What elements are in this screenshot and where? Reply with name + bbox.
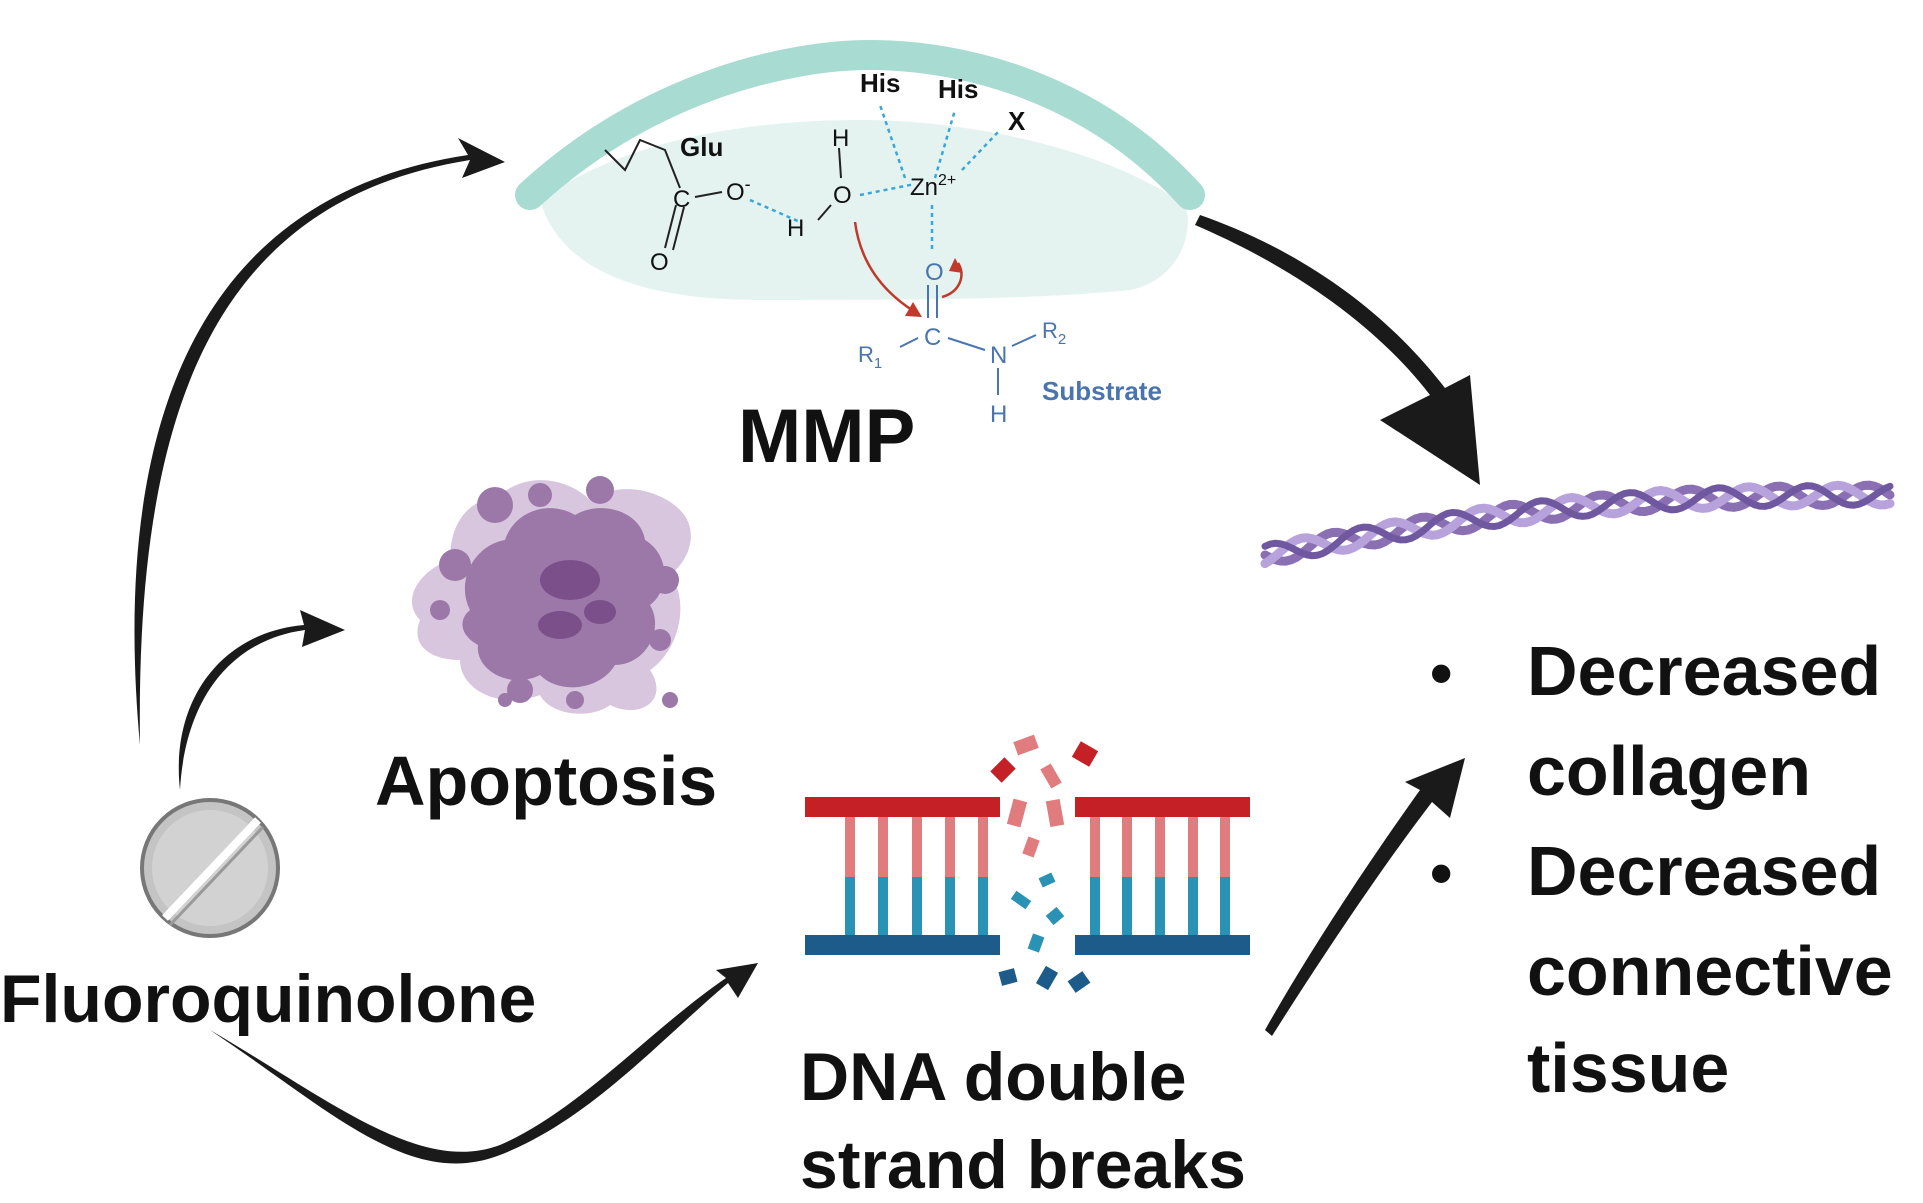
outcomes-list: • Decreased collagen • Decreased connect… xyxy=(1430,632,1893,1107)
dna-base-bottom xyxy=(1090,877,1100,935)
dna-base-top xyxy=(1220,817,1230,877)
apoptotic-blebs xyxy=(430,476,679,709)
dna-base-pairs xyxy=(845,817,1230,935)
dna-base-bottom xyxy=(912,877,922,935)
carbonyl-arrowhead xyxy=(949,258,963,273)
pill-score-line xyxy=(162,817,261,921)
outcome-bullet: • xyxy=(1430,637,1452,709)
cell-nucleus-fragment xyxy=(540,560,600,600)
carboxylate-oxygen: O- xyxy=(726,174,751,206)
outcome-text-line2: connective xyxy=(1527,932,1893,1010)
apoptosis-label: Apoptosis xyxy=(375,742,717,820)
dna-bottom-backbone-left xyxy=(805,935,1000,955)
x-ligand-label: X xyxy=(1008,106,1026,136)
mmp-label: MMP xyxy=(738,394,915,479)
arrow-dna-to-outcomes xyxy=(1265,758,1465,1036)
active-site-bonds xyxy=(604,138,842,251)
dna-base-top xyxy=(945,817,955,877)
mmp-enzyme: Glu His His X Zn2+ C O- O H O H O C N H … xyxy=(515,39,1205,479)
dna-bottom-backbone-right xyxy=(1075,935,1250,955)
dna-base-bottom xyxy=(1220,877,1230,935)
zinc-label: Zn2+ xyxy=(910,172,956,201)
arrow-mmp-to-collagen xyxy=(1195,215,1480,485)
substrate-hydrogen: H xyxy=(990,401,1007,428)
water-oxygen: O xyxy=(833,182,852,209)
outcome-item: • Decreased connective tissue xyxy=(1430,832,1893,1107)
collagen-strand xyxy=(1261,482,1894,560)
r2-group: R2 xyxy=(1042,318,1066,348)
outcome-text-line1: Decreased xyxy=(1527,832,1881,910)
outcome-text-line3: tissue xyxy=(1527,1029,1729,1107)
enzyme-pocket-shape xyxy=(540,120,1188,300)
coordination-bonds xyxy=(749,104,1001,250)
dna-base-bottom xyxy=(1155,877,1165,935)
nucleophilic-attack-arrowhead xyxy=(905,302,922,317)
substrate-label: Substrate xyxy=(1042,376,1162,406)
cell-nucleus-fragment xyxy=(538,611,582,639)
arrow-drug-to-apoptosis xyxy=(178,610,345,790)
fluoroquinolone-label: Fluoroquinolone xyxy=(0,961,536,1037)
collagen-triple-helix xyxy=(1260,480,1895,569)
glu-label: Glu xyxy=(680,132,723,162)
cell-nucleus-fragment xyxy=(584,600,616,624)
outcome-item: • Decreased collagen xyxy=(1430,632,1881,810)
dna-base-top xyxy=(1122,817,1132,877)
dna-base-bottom xyxy=(845,877,855,935)
enzyme-band xyxy=(515,39,1205,210)
dna-base-top xyxy=(1155,817,1165,877)
dna-base-bottom xyxy=(945,877,955,935)
collagen-strand xyxy=(1260,480,1895,569)
dna-base-top xyxy=(878,817,888,877)
dna-base-bottom xyxy=(878,877,888,935)
dna-base-bottom xyxy=(978,877,988,935)
substrate-nitrogen: N xyxy=(990,342,1007,369)
carbonyl-arrow xyxy=(941,262,963,299)
outcome-text-line2: collagen xyxy=(1527,732,1811,810)
his-label-1: His xyxy=(860,68,900,98)
substrate-oxygen: O xyxy=(925,259,944,286)
substrate-bonds xyxy=(899,285,1037,395)
dna-base-top xyxy=(1090,817,1100,877)
dna-double-strand-break: DNA double strand breaks xyxy=(800,734,1250,1203)
dna-label-line1: DNA double xyxy=(800,1039,1187,1115)
water-hydrogen-left: H xyxy=(787,215,804,242)
outcome-bullet: • xyxy=(1430,837,1452,909)
dna-label-line2: strand breaks xyxy=(800,1127,1246,1203)
dna-top-backbone-right xyxy=(1075,797,1250,817)
nucleophilic-attack-arrow xyxy=(853,221,916,314)
dna-base-bottom xyxy=(1188,877,1198,935)
fluoroquinolone-pill xyxy=(140,798,280,938)
apoptotic-cell-illustration: Apoptosis xyxy=(375,476,717,820)
dna-base-top xyxy=(845,817,855,877)
his-label-2: His xyxy=(938,74,978,104)
dna-base-bottom xyxy=(1122,877,1132,935)
water-hydrogen-top: H xyxy=(832,125,849,152)
dna-base-top xyxy=(978,817,988,877)
dna-break-fragments xyxy=(990,734,1099,993)
carbonyl-oxygen: O xyxy=(650,249,669,276)
pathway-arrows xyxy=(134,138,1480,1164)
dna-base-top xyxy=(1188,817,1198,877)
collagen-strand xyxy=(1260,480,1895,566)
dna-top-backbone-left xyxy=(805,797,1000,817)
dna-base-top xyxy=(912,817,922,877)
arrow-drug-to-mmp xyxy=(134,138,505,745)
substrate-carbon: C xyxy=(924,324,941,351)
r1-group: R1 xyxy=(858,342,882,372)
outcome-text-line1: Decreased xyxy=(1527,632,1881,710)
pill-score-shadow xyxy=(168,825,265,927)
arrow-drug-to-dna xyxy=(210,963,758,1164)
carboxyl-carbon: C xyxy=(673,186,690,213)
